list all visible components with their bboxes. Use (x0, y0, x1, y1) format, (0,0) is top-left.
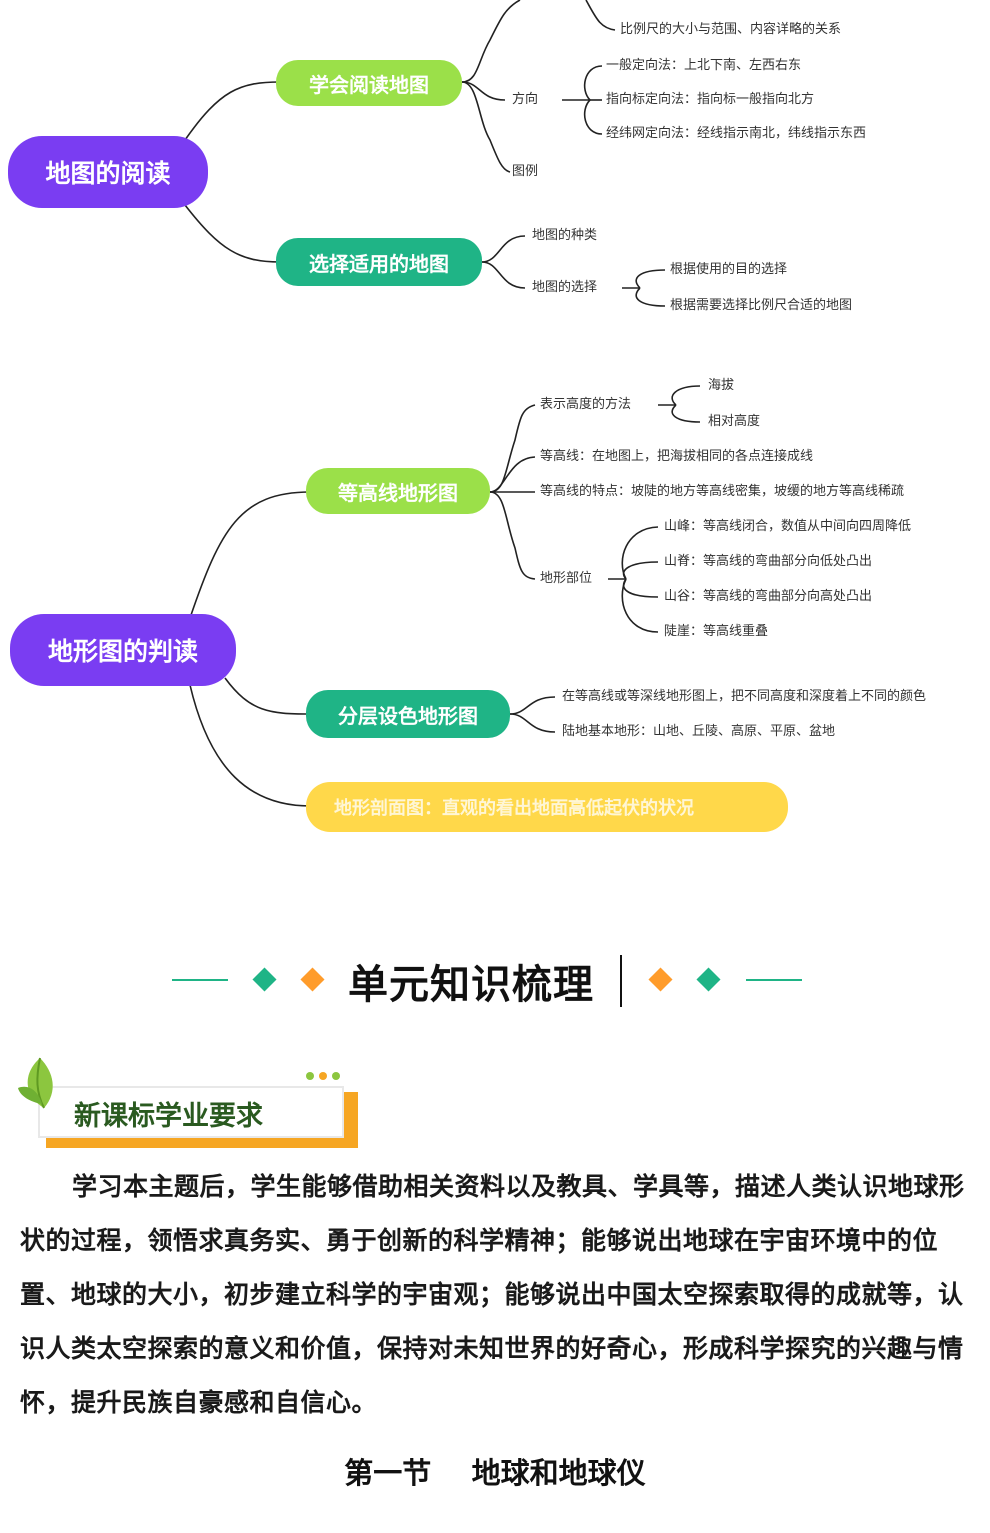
badge-label: 新课标学业要求 (74, 1101, 263, 1132)
connector (583, 65, 603, 101)
leaf-layered-1: 在等高线或等深线地形图上，把不同高度和深度着上不同的颜色 (562, 689, 927, 704)
connector (671, 404, 701, 423)
leaf-parts-3: 山谷：等高线的弯曲部分向高处凸出 (664, 589, 873, 604)
teal-diamond-icon (252, 967, 277, 992)
connector (489, 491, 536, 580)
teal-diamond-icon (696, 967, 721, 992)
badge-frame (38, 1086, 344, 1138)
leaf-height-2: 相对高度 (708, 414, 761, 429)
leaf-icon (18, 1057, 53, 1109)
connector (184, 81, 281, 141)
leaf-parts-4: 陡崖：等高线重叠 (664, 624, 769, 639)
text-cursor (620, 955, 622, 1007)
connector (622, 578, 659, 598)
connector (635, 287, 666, 307)
connector (621, 526, 659, 580)
dot-icon (332, 1072, 340, 1080)
leaf-contour: 等高线：在地图上，把海拔相同的各点连接成线 (540, 449, 814, 464)
leaf-height: 表示高度的方法 (540, 397, 632, 412)
connector (509, 696, 556, 715)
leaf-parts-2: 山脊：等高线的弯曲部分向低处凸出 (664, 554, 873, 569)
orange-diamond-icon (300, 967, 325, 992)
leaf-choose-1: 根据使用的目的选择 (670, 262, 788, 277)
dot-icon (319, 1072, 327, 1080)
leaf-parts: 地形部位 (540, 571, 593, 586)
connector (583, 99, 603, 135)
leaf-dir-3: 经纬网定向法：经线指示南北，纬线指示东西 (606, 126, 867, 141)
leaf-height-1: 海拔 (708, 378, 735, 393)
leaf-choose-2: 根据需要选择比例尺合适的地图 (670, 298, 853, 313)
leaf-dir-1: 一般定向法：上北下南、左西右东 (606, 58, 802, 73)
leaf-parts-1: 山峰：等高线闭合，数值从中间向四周降低 (664, 519, 912, 534)
connector (189, 491, 311, 619)
leaf-legend: 图例 (512, 164, 539, 179)
mindmap2-root: 地形图的判读 (10, 614, 236, 686)
connector (509, 713, 556, 733)
requirements-paragraph: 学习本主题后，学生能够借助相关资料以及教具、学具等，描述人类认识地球形状的过程，… (20, 1172, 965, 1417)
leaf-feature: 等高线的特点：坡陡的地方等高线密集，坡缓的地方等高线稀疏 (540, 484, 905, 499)
leaf-choose: 地图的选择 (532, 280, 598, 295)
connector (671, 385, 701, 406)
connector (461, 0, 521, 83)
connector (585, 0, 616, 31)
connector (489, 456, 536, 493)
connector (489, 404, 536, 493)
connector (481, 235, 526, 263)
section-heading: 第一节 地球和地球仪 (344, 1456, 646, 1490)
leaf-direction: 方向 (512, 92, 539, 107)
mindmap2-branch-b: 分层设色地形图 (306, 690, 510, 738)
leaf-layered-2: 陆地基本地形：山地、丘陵、高原、平原、盆地 (562, 724, 836, 739)
connector (461, 81, 511, 173)
mindmap1-root: 地图的阅读 (8, 136, 208, 208)
connector (224, 677, 311, 715)
mindmap2-branch-c: 地形剖面图：直观的看出地面高低起伏的状况 (306, 782, 788, 832)
orange-diamond-icon (648, 967, 673, 992)
connector (481, 261, 526, 289)
dot-icon (306, 1072, 314, 1080)
leaf-scale: 比例尺的大小与范围、内容详略的关系 (620, 22, 842, 37)
connector (622, 561, 659, 580)
connector (635, 269, 666, 289)
mindmap1-branch-b: 选择适用的地图 (276, 238, 482, 286)
leaf-kinds: 地图的种类 (532, 228, 598, 243)
mindmap1-branch-a: 学会阅读地图 (276, 60, 462, 106)
unit-title: 单元知识梳理 (348, 962, 594, 1008)
title-decoration-line-left (172, 979, 228, 981)
mindmap2-branch-a: 等高线地形图 (306, 468, 490, 514)
connector (184, 204, 281, 263)
title-decoration-line-right (746, 979, 802, 981)
connector (621, 578, 659, 633)
connector (189, 684, 311, 807)
leaf-dir-2: 指向标定向法：指向标一般指向北方 (606, 92, 815, 107)
mindmap-connectors (184, 0, 701, 807)
